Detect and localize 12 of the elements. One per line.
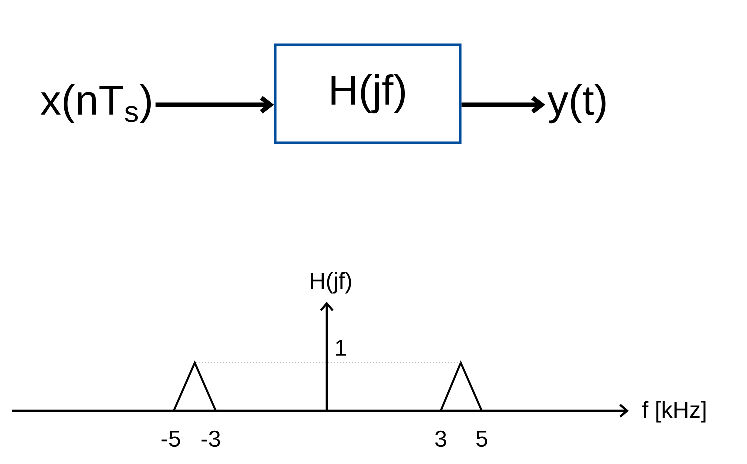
signal-label: y(t) [548, 84, 606, 124]
arrow [462, 96, 546, 114]
axis-label: f [kHz] [642, 401, 706, 423]
tick-label: -5 [162, 430, 180, 448]
process-box: H(jf) [274, 44, 462, 144]
tick-label: 3 [435, 430, 446, 448]
arrow [156, 96, 274, 114]
tick-label: 1 [336, 340, 346, 356]
axis-label: H(jf) [311, 272, 352, 294]
tick-label: 5 [476, 430, 488, 448]
signal-label: x(nT$_{s}$) [40, 84, 151, 124]
tick-label: -3 [202, 430, 220, 448]
